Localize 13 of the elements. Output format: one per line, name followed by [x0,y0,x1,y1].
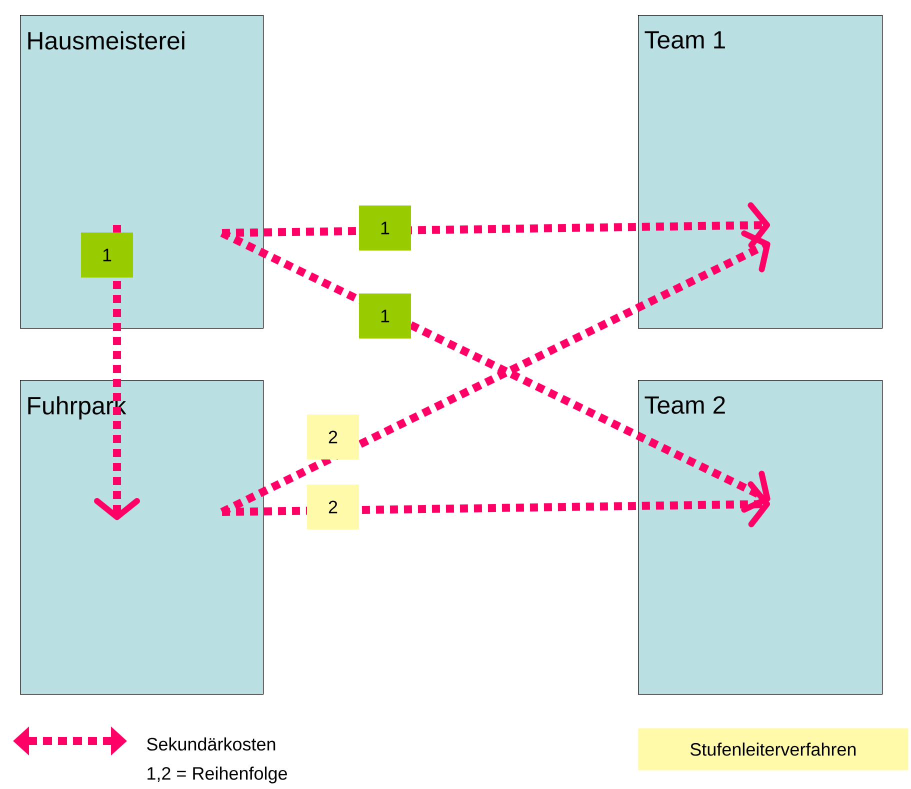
order-badge: 2 [307,484,359,530]
legend-text: Sekundärkosten [147,737,276,751]
order-badge: 1 [81,232,133,278]
cost-center-box: Team 2 [638,380,883,695]
note-box: Stufenleiterverfahren [638,728,908,770]
order-badge: 2 [307,414,359,460]
order-badge: 1 [359,294,411,338]
cost-arrow [94,225,140,520]
note-text: 1,2 = Reihenfolge [148,766,287,784]
cost-center-box: Team 1 [638,15,883,329]
order-badge: 1 [359,206,411,250]
cost-arrow [222,202,770,248]
cost-arrow [222,481,770,528]
